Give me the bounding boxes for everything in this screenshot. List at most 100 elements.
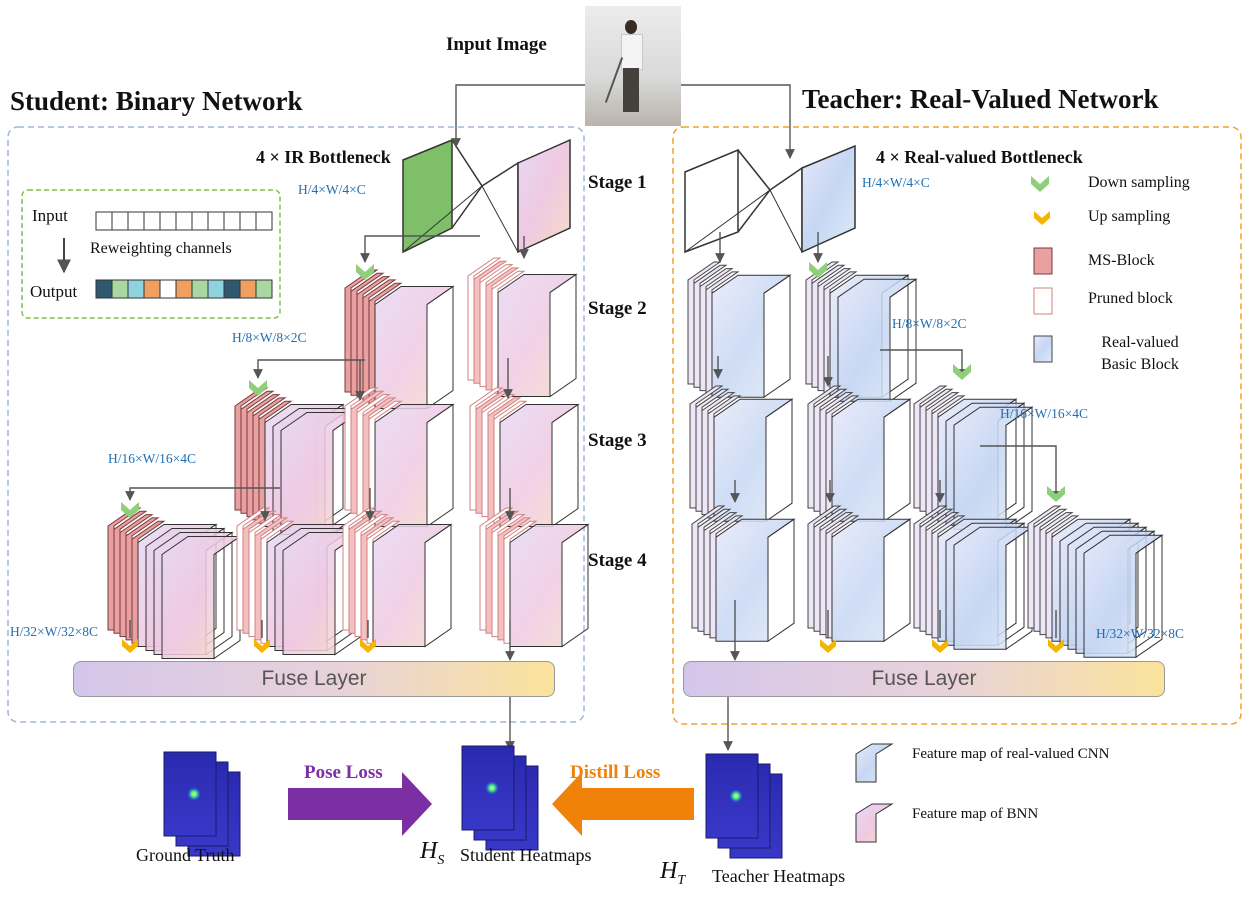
student-s2-branch1-stack (344, 269, 455, 410)
feature-map-edge (424, 523, 452, 648)
legend-fm-bnn-icon (855, 803, 894, 843)
heatmap-hotspot (187, 787, 201, 801)
hs-subscript: S (437, 852, 445, 868)
student-bottleneck-edge (481, 185, 519, 253)
feature-map-edge (889, 278, 917, 403)
block-layer (807, 505, 842, 629)
student-heatmaps-caption: Student Heatmaps (460, 845, 592, 865)
heatmap-hotspot (485, 781, 499, 795)
student-heatmaps (461, 745, 539, 851)
block-layer (701, 392, 736, 516)
student-s3-to-s4-arrow (125, 487, 280, 501)
student-s2-to-s3-arrow (253, 359, 365, 379)
stage-2-label: Stage 2 (588, 298, 647, 319)
block-layer (807, 385, 842, 509)
teacher-network-box (672, 126, 1242, 725)
input-channel-cell (95, 211, 113, 231)
block-layer (467, 257, 502, 381)
feature-map-edge (426, 285, 454, 410)
feature-map-edge (213, 535, 241, 660)
teacher-bottleneck-input-face (684, 148, 739, 254)
teacher-bottleneck-label: 4 × Real-valued Bottleneck (876, 147, 1083, 167)
ht-letter: H (660, 858, 678, 884)
block-layer (913, 505, 948, 629)
teacher-up-sampling-icon-3 (1048, 639, 1064, 653)
teacher-s2-branch1-stack (687, 261, 792, 399)
teacher-s3-branch2-stack (807, 385, 912, 523)
teacher-down-sampling-icon-1 (809, 262, 827, 278)
input-channel-cell (255, 211, 273, 231)
legend-fm-bnn-label: Feature map of BNN (912, 806, 1039, 822)
distill-loss-arrow (552, 772, 694, 836)
student-s1-to-s2-arrow (360, 235, 480, 263)
student-dim-stage4: H/32×W/32×8C (10, 624, 98, 639)
hs-letter: H (420, 838, 438, 864)
feature-map-plane (509, 524, 590, 647)
feature-map-plane (715, 518, 796, 642)
block-layer (236, 507, 271, 631)
feature-map-edge (551, 403, 579, 528)
block-layer (919, 508, 954, 632)
feature-map-edge (763, 274, 791, 399)
output-channel-cell (207, 279, 225, 299)
block-layer (813, 508, 848, 632)
feature-map-plane (831, 398, 912, 522)
feature-map-edge (561, 523, 589, 648)
ht-symbol: HT (660, 858, 685, 889)
block-layer (913, 385, 948, 509)
output-channel-cell (175, 279, 193, 299)
student-network-box (7, 126, 585, 723)
input-channel-cell (239, 211, 257, 231)
feature-map-plane (953, 526, 1034, 650)
block-layer (485, 267, 520, 391)
output-channel-cell (239, 279, 257, 299)
block-layer (931, 395, 966, 519)
block-layer (469, 387, 504, 511)
block-layer (260, 520, 295, 644)
student-s4-branch3-stack (342, 507, 453, 648)
block-layer (125, 517, 160, 641)
teacher-heatmaps-caption: Teacher Heatmaps (712, 866, 846, 886)
block-layer (350, 390, 385, 514)
block-layer (497, 517, 532, 641)
teacher-s3c-to-s4d-arrow (980, 445, 1061, 501)
block-layer (817, 268, 852, 392)
student-dim-stage2: H/8×W/8×2C (232, 330, 307, 345)
stage-4-label: Stage 4 (588, 550, 647, 571)
feature-map-edge (767, 518, 795, 643)
feature-map-edge (883, 518, 911, 643)
legend-up-label: Up sampling (1088, 208, 1171, 225)
block-layer (1045, 515, 1080, 639)
block-layer (240, 390, 275, 514)
input-channel-cell (207, 211, 225, 231)
inset-input-label: Input (32, 206, 68, 225)
block-layer (709, 515, 744, 639)
block-layer (366, 520, 401, 644)
teacher-s2-to-s3c-arrow (880, 349, 967, 379)
input-image (585, 6, 681, 126)
legend-up-icon (1034, 211, 1050, 225)
block-layer (479, 264, 514, 388)
block-layer (342, 507, 377, 631)
block-layer (344, 387, 379, 511)
legend-down-icon (1031, 176, 1049, 192)
block-layer (113, 510, 148, 634)
inset-output-label: Output (30, 282, 78, 301)
input-to-teacher-arrow (680, 84, 795, 159)
ground-truth-heatmaps (163, 751, 241, 857)
block-layer (919, 388, 954, 512)
block-layer (1027, 505, 1062, 629)
student-up-sampling-icon-2 (254, 639, 270, 653)
block-layer (695, 388, 730, 512)
feature-map-edge (549, 273, 577, 398)
teacher-heatmaps (705, 753, 783, 859)
teacher-bottleneck-edge (769, 189, 803, 253)
legend-ms-label: MS-Block (1088, 252, 1155, 269)
block-layer (819, 392, 854, 516)
teacher-s3-branch1-stack (689, 385, 794, 523)
block-layer (475, 390, 510, 514)
input-channel-cell (111, 211, 129, 231)
student-down-sampling-icon-2 (249, 380, 267, 396)
feature-map-plane (497, 274, 578, 397)
reweighting-inset-box (21, 189, 281, 319)
